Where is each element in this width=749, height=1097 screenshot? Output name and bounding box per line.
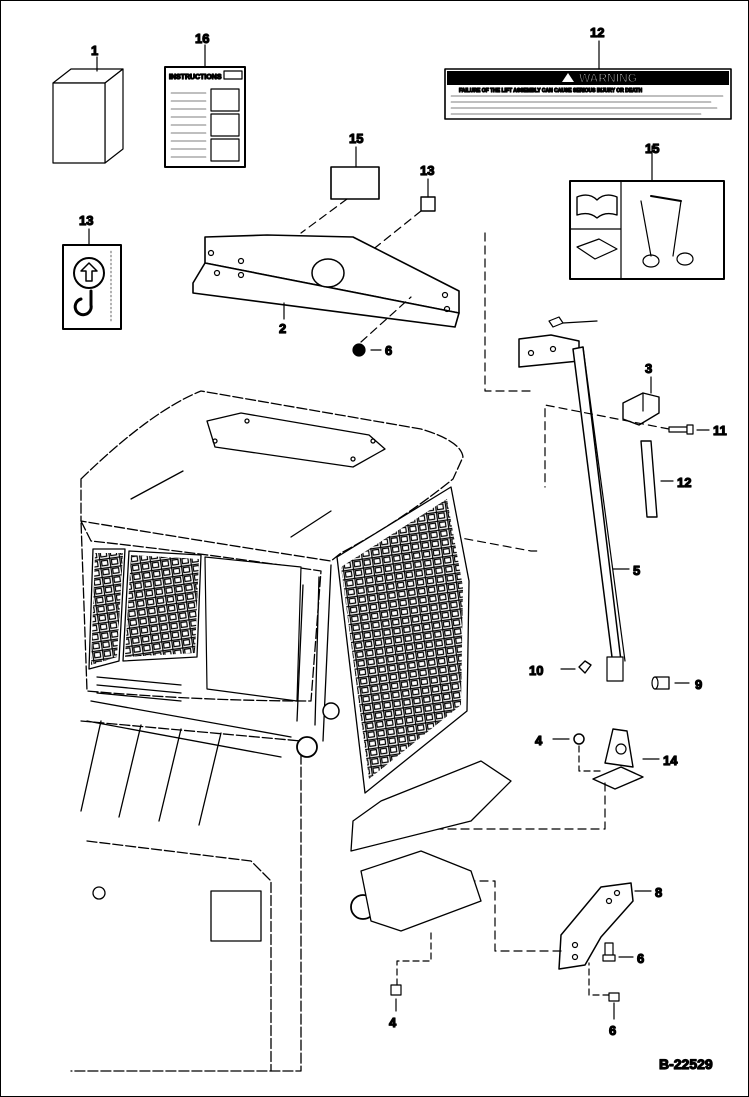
item-15-lift-decal [569, 145, 725, 280]
figure-reference: B-22529 [659, 1056, 713, 1072]
item-9-pin [651, 676, 690, 690]
callout-9: 9 [695, 677, 702, 692]
callout-15-label: 15 [349, 131, 363, 146]
warning-decal-subtitle: FAILURE OF THE LIFT ASSEMBLY CAN CAUSE S… [459, 88, 642, 94]
front-screen-mesh-right [125, 555, 199, 657]
callout-4-bottom: 4 [389, 1015, 397, 1030]
item-6-nut-top [352, 296, 412, 357]
item-1-box [52, 56, 124, 164]
callout-16: 16 [195, 31, 209, 46]
callout-10: 10 [529, 663, 543, 678]
item-10-pin [560, 660, 592, 674]
front-window-opening [204, 556, 302, 702]
callout-6-bottom: 6 [609, 1023, 616, 1038]
callout-2: 2 [279, 321, 286, 336]
callout-3: 3 [645, 361, 652, 376]
callout-15-top: 15 [645, 141, 659, 156]
item-8-mounting-plate [380, 880, 652, 970]
side-screen-mesh [341, 499, 463, 779]
warning-decal-title: WARNING [579, 71, 637, 85]
front-screen-mesh-left [91, 553, 123, 665]
leader-bracket-to-cab [484, 232, 532, 392]
item-13-lift-hook-decal [62, 228, 122, 330]
callout-6-top: 6 [385, 343, 392, 358]
callout-8: 8 [655, 885, 662, 900]
item-13-small-decal [370, 178, 436, 252]
callout-12-side: 12 [677, 475, 691, 490]
callout-11: 11 [713, 423, 727, 438]
item-2-lift-bracket [192, 234, 460, 328]
item-4-nut-right [552, 733, 602, 772]
item-12-side-decal [640, 440, 674, 518]
callout-5: 5 [633, 563, 640, 578]
item-14-pivot-mount [420, 728, 660, 830]
item-6-bolt-mid [602, 942, 634, 962]
callout-1: 1 [91, 43, 98, 58]
callout-13-left: 13 [79, 213, 93, 228]
callout-6-mid: 6 [637, 951, 644, 966]
item-3-bracket-clip [622, 376, 660, 426]
item-6-bolt-bottom [588, 962, 620, 1020]
item-4-nut-bottom [390, 928, 432, 1012]
item-16-instructions-sheet [164, 44, 246, 168]
item-5-lift-strap [518, 316, 630, 682]
callout-4-right: 4 [535, 733, 543, 748]
instructions-title: INSTRUCTIONS [169, 74, 222, 81]
item-11-bolt [544, 404, 710, 488]
callout-14: 14 [663, 753, 678, 768]
callout-12-top: 12 [590, 25, 604, 40]
item-12-warning-decal [444, 40, 732, 120]
callout-13-small: 13 [420, 163, 434, 178]
item-15-small-label [300, 146, 380, 234]
loader-cab-drawing [70, 390, 512, 1072]
